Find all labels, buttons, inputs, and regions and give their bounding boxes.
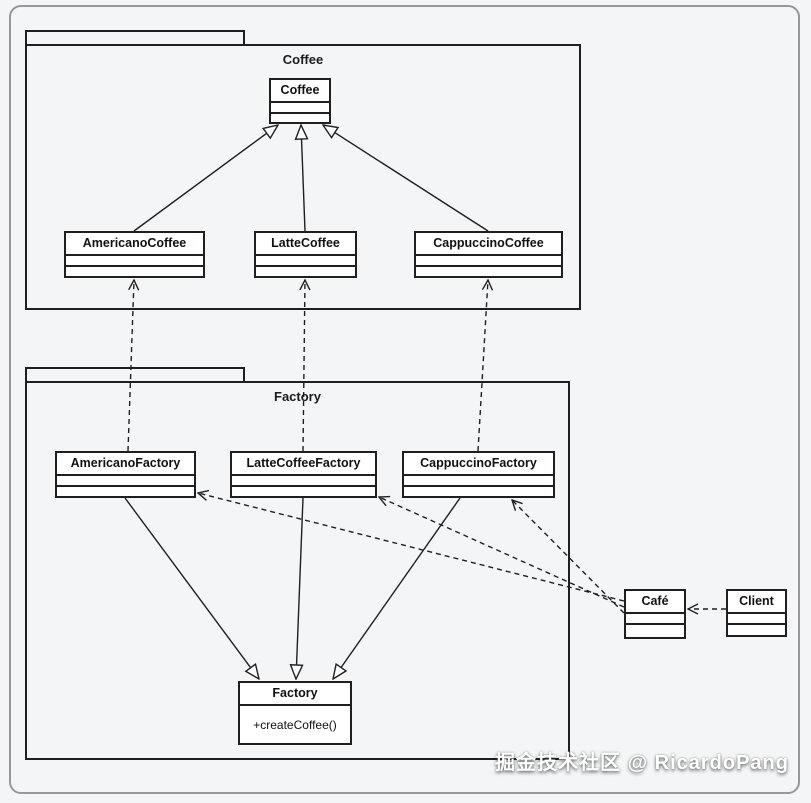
dependency-lattecoffeefactory-lattecoffee [303,280,305,452]
class-coffee-methods [271,114,329,122]
dependency-americanofactory-americanocoffee [127,280,134,452]
generalization-cappuccinofactory-factory [333,497,461,679]
generalization-americanocoffee-coffee [133,125,278,232]
class-lattecoffeefactory: LatteCoffeeFactory [230,451,377,498]
class-cafe-methods [626,625,684,637]
generalization-americanofactory-factory [124,497,259,679]
class-client: Client [726,589,787,637]
class-lattecoffee-methods [256,267,355,276]
class-americanocoffee: AmericanoCoffee [64,231,205,278]
class-client-name: Client [728,591,785,614]
class-client-methods [728,625,785,635]
class-factory-method: +createCoffee() [253,717,337,732]
class-cappuccinofactory: CappuccinoFactory [402,451,555,498]
class-americanofactory-attributes [57,476,194,487]
dependency-cafe-lattecoffeefactory [379,497,625,608]
class-coffee-attributes [271,103,329,114]
package-factory: Factory [25,381,570,760]
class-americanofactory-methods [57,487,194,496]
package-coffee-label: Coffee [282,52,324,67]
package-coffee-tab [25,30,245,44]
generalization-lattecoffeefactory-factory [296,497,304,679]
dependency-cafe-cappuccinofactory [512,500,625,614]
class-coffee: Coffee [269,78,331,124]
package-factory-label: Factory [274,389,321,404]
dependency-cafe-americanofactory [198,493,625,602]
generalization-cappuccinocoffee-coffee [323,125,489,232]
class-cafe: Café [624,589,686,639]
class-americanofactory: AmericanoFactory [55,451,196,498]
dependency-cappuccinofactory-cappuccinocoffee [477,280,488,452]
class-lattecoffeefactory-name: LatteCoffeeFactory [232,453,375,476]
class-cafe-attributes [626,614,684,625]
class-cappuccinofactory-name: CappuccinoFactory [404,453,553,476]
class-lattecoffeefactory-methods [232,487,375,496]
class-americanocoffee-name: AmericanoCoffee [66,233,203,256]
class-lattecoffeefactory-attributes [232,476,375,487]
generalization-lattecoffee-coffee [301,125,305,232]
class-factory-name: Factory [240,683,350,706]
package-coffee: Coffee [25,44,581,310]
watermark: 掘金技术社区 @ RicardoPang [495,752,789,774]
class-americanocoffee-attributes [66,256,203,267]
class-lattecoffee-attributes [256,256,355,267]
class-client-attributes [728,614,785,625]
class-americanocoffee-methods [66,267,203,276]
class-cappuccinocoffee-attributes [416,256,561,267]
package-factory-tab [25,367,245,381]
class-coffee-name: Coffee [271,80,329,103]
class-cappuccinocoffee: CappuccinoCoffee [414,231,563,278]
class-cappuccinofactory-attributes [404,476,553,487]
class-cappuccinocoffee-name: CappuccinoCoffee [416,233,561,256]
class-cafe-name: Café [626,591,684,614]
class-lattecoffee: LatteCoffee [254,231,357,278]
class-factory: Factory +createCoffee() [238,681,352,745]
outer-frame [9,5,800,794]
class-lattecoffee-name: LatteCoffee [256,233,355,256]
class-americanofactory-name: AmericanoFactory [57,453,194,476]
class-cappuccinofactory-methods [404,487,553,496]
class-cappuccinocoffee-methods [416,267,561,276]
